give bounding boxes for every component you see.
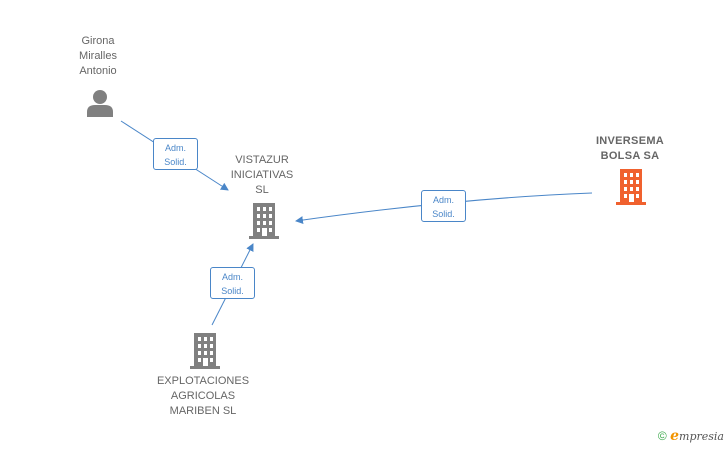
edge-label-badge[interactable]: Adm. Solid.	[421, 190, 466, 222]
edge-label-line: Adm.	[432, 195, 454, 205]
explotaciones-name-line: AGRICOLAS	[170, 390, 236, 402]
brand-logo: empresia	[670, 428, 724, 444]
explotaciones-name-line: EXPLOTACIONES	[156, 375, 250, 387]
copyright-symbol: ©	[657, 429, 667, 443]
building-icon[interactable]	[189, 333, 221, 369]
person-icon[interactable]	[85, 88, 115, 118]
vistazur-name-line: SL	[255, 184, 269, 196]
vistazur-name-label[interactable]: VISTAZUR INICIATIVAS SL	[212, 153, 312, 198]
person-name-label[interactable]: Girona Miralles Antonio	[48, 34, 148, 79]
inversema-name-line: INVERSEMA	[595, 135, 665, 147]
edge-label-line: Adm.	[164, 143, 186, 153]
building-icon[interactable]	[615, 169, 647, 205]
inversema-name-label[interactable]: INVERSEMA BOLSA SA	[570, 134, 690, 164]
person-name-line: Girona	[81, 35, 115, 47]
explotaciones-name-label[interactable]: EXPLOTACIONES AGRICOLAS MARIBEN SL	[138, 374, 268, 419]
explotaciones-name-line: MARIBEN SL	[169, 405, 237, 417]
brand-logo-text: mpresia	[679, 430, 724, 443]
brand-footer: © empresia	[658, 428, 724, 444]
edge-label-line: Solid.	[164, 157, 187, 167]
edge-label-line: Solid.	[432, 209, 455, 219]
vistazur-name-line: INICIATIVAS	[230, 169, 294, 181]
inversema-name-line: BOLSA SA	[600, 150, 660, 162]
edge-label-line: Solid.	[221, 286, 244, 296]
brand-logo-initial: e	[670, 428, 680, 444]
edge-label-badge[interactable]: Adm. Solid.	[210, 267, 255, 299]
edge-label-line: Adm.	[221, 272, 243, 282]
building-icon[interactable]	[248, 203, 280, 239]
vistazur-name-line: VISTAZUR	[235, 154, 289, 166]
edge-label-badge[interactable]: Adm. Solid.	[153, 138, 198, 170]
person-name-line: Miralles	[79, 50, 117, 62]
person-name-line: Antonio	[79, 65, 117, 77]
